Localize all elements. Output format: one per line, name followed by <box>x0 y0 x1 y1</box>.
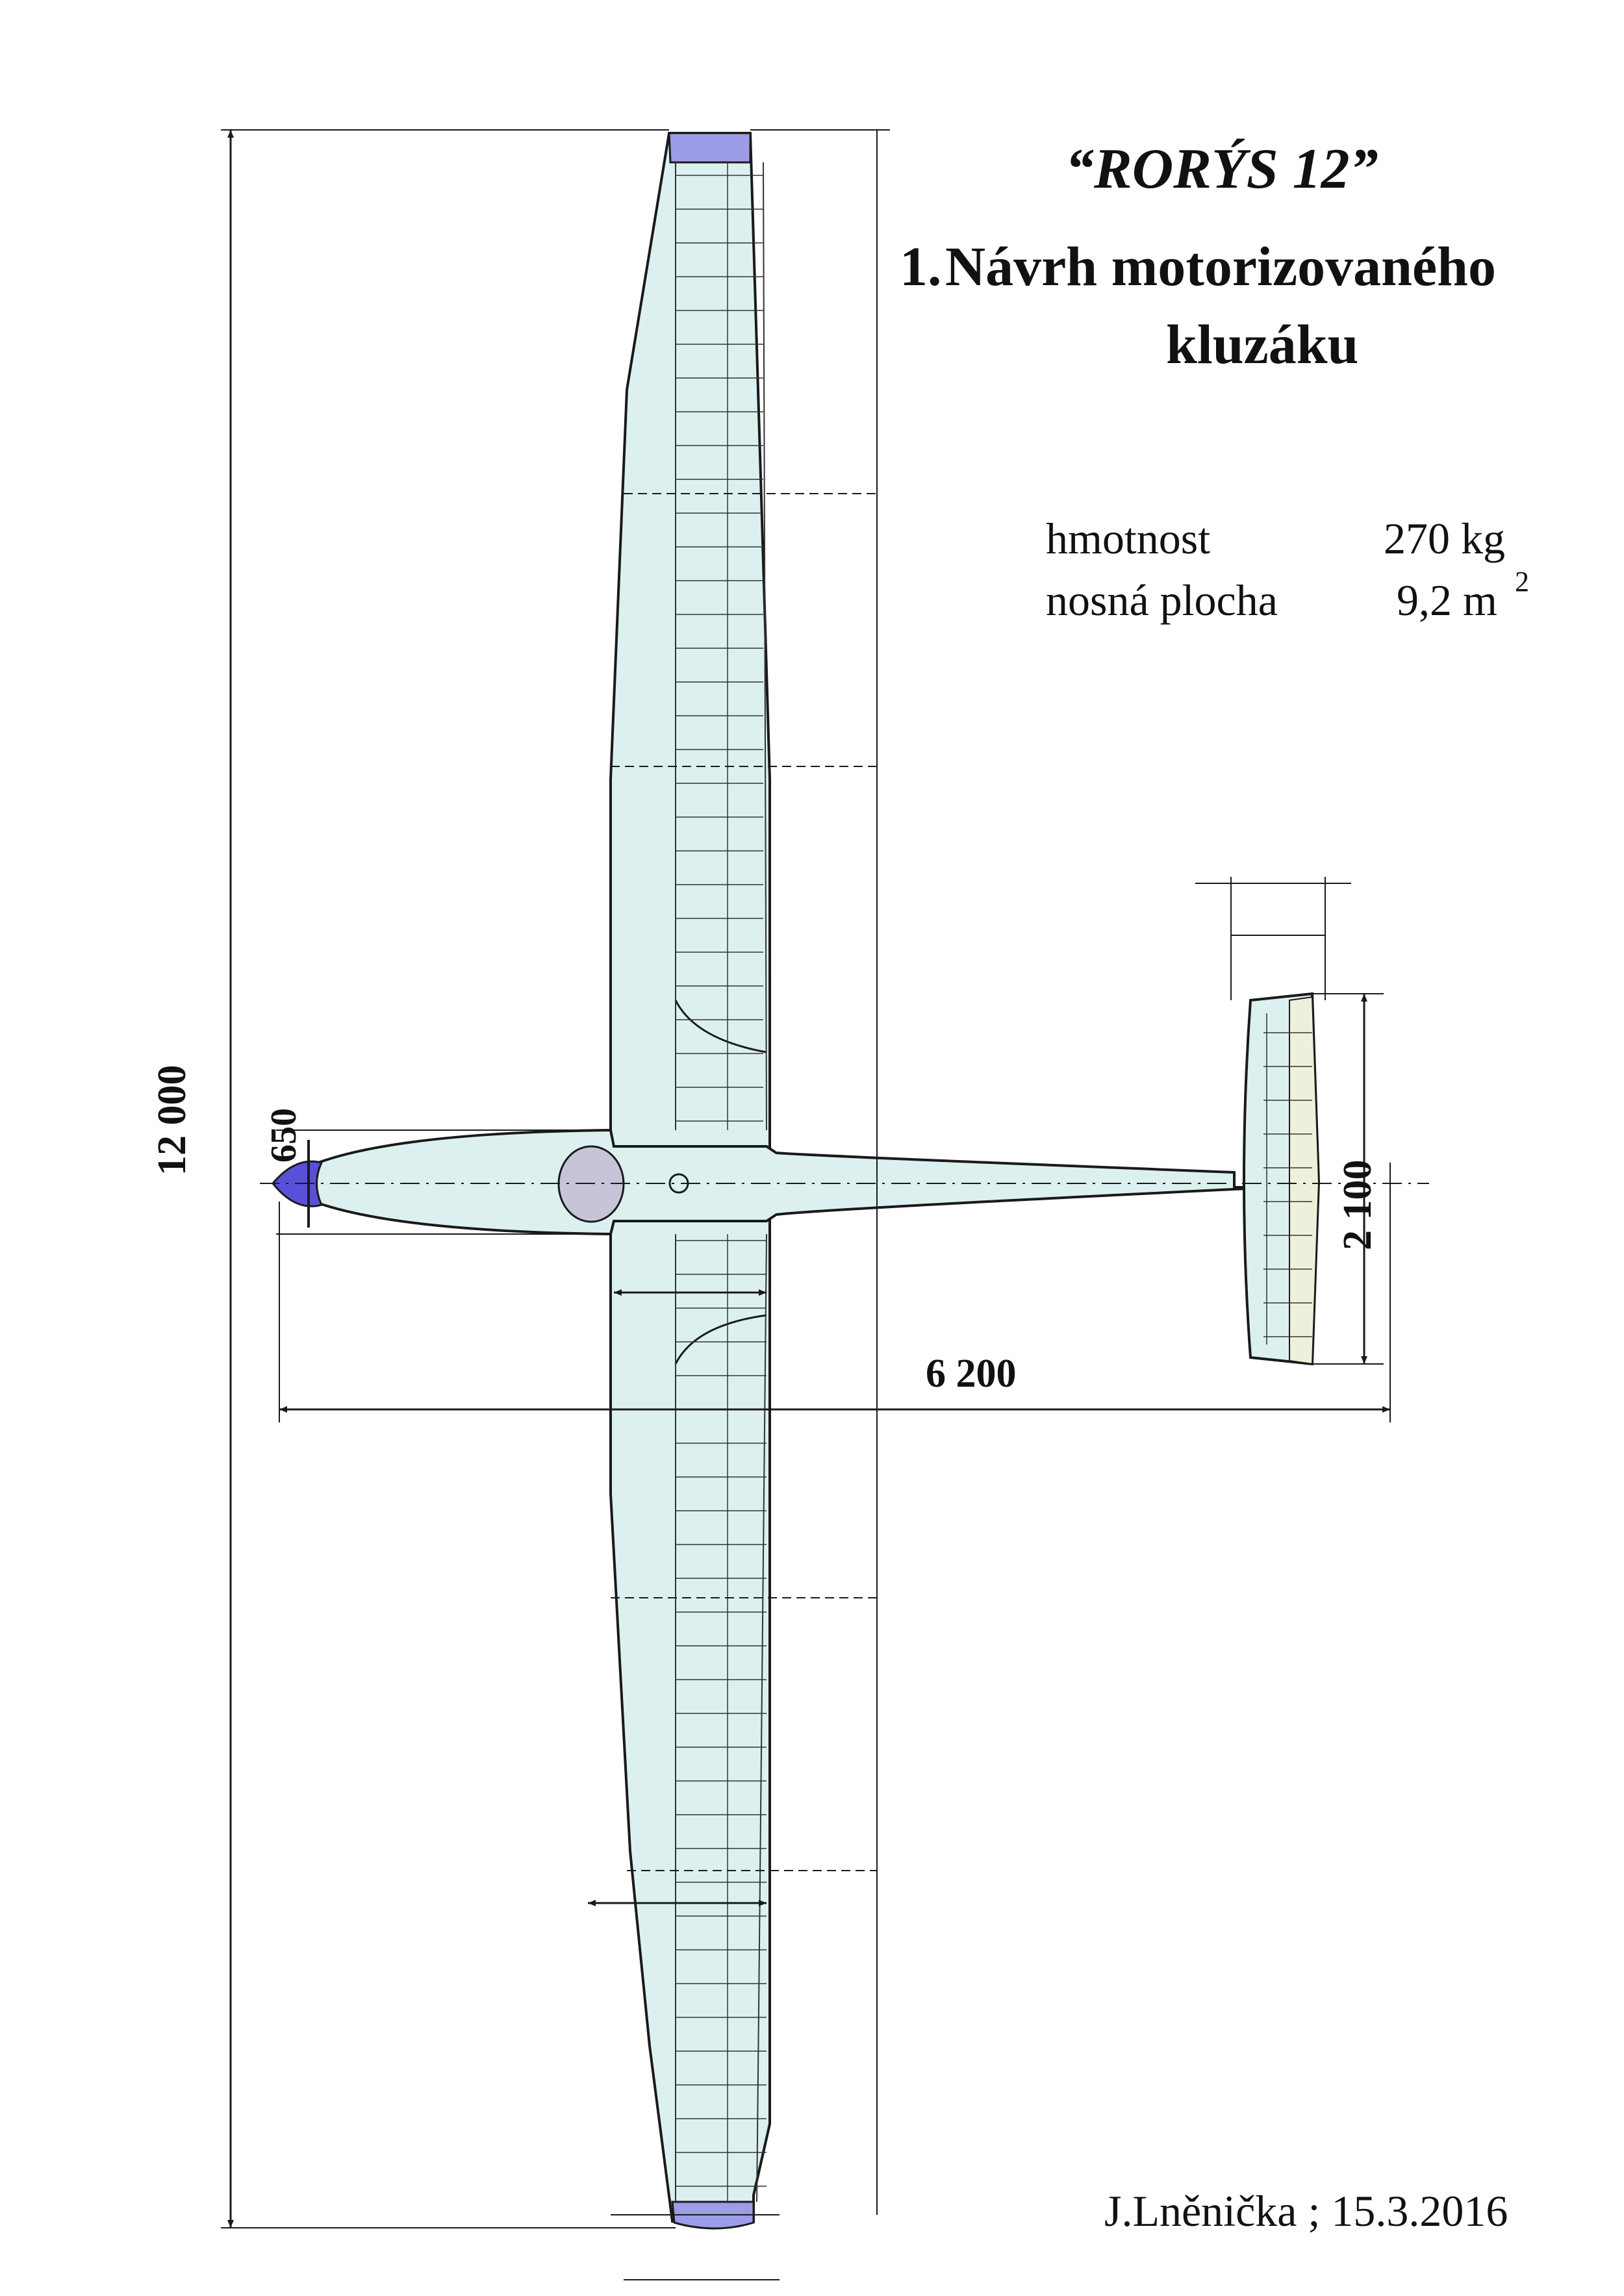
cg-mark <box>668 1173 689 1194</box>
wing-panel-lines <box>611 493 877 1871</box>
fuselage <box>277 1128 1249 1236</box>
drawing-title: “RORÝS 12” <box>1065 138 1378 201</box>
subtitle-line-1: Návrh motorizovaného <box>945 235 1496 297</box>
author-signature: J.Lněnička ; 15.3.2016 <box>1104 2186 1508 2236</box>
mass-value: 270 kg <box>1384 514 1505 563</box>
wing-root-fillet-bottom <box>674 1314 767 1365</box>
wingspan-dimension: 12 000 <box>150 1065 194 1176</box>
area-exponent: 2 <box>1515 566 1529 598</box>
rib-line <box>756 1233 767 2202</box>
length-dimension: 6 200 <box>926 1352 1017 1396</box>
subtitle-line-2: kluzáku <box>1166 313 1359 375</box>
elevator <box>1289 996 1320 1365</box>
area-label: nosná plocha <box>1046 575 1278 625</box>
rib-line <box>763 162 767 1131</box>
wing-root-fillet-top <box>674 1000 767 1053</box>
mass-label: hmotnost <box>1046 514 1211 563</box>
tail-span-dimension: 2 100 <box>1336 1159 1380 1251</box>
top-wingtip <box>668 132 752 164</box>
area-value: 9,2 m <box>1397 575 1497 625</box>
dimension-lines <box>221 129 1391 2280</box>
subtitle-number: 1. <box>900 235 942 297</box>
fuselage-width-dimension: 650 <box>264 1108 304 1163</box>
wing-rib-grid <box>675 162 1312 2202</box>
